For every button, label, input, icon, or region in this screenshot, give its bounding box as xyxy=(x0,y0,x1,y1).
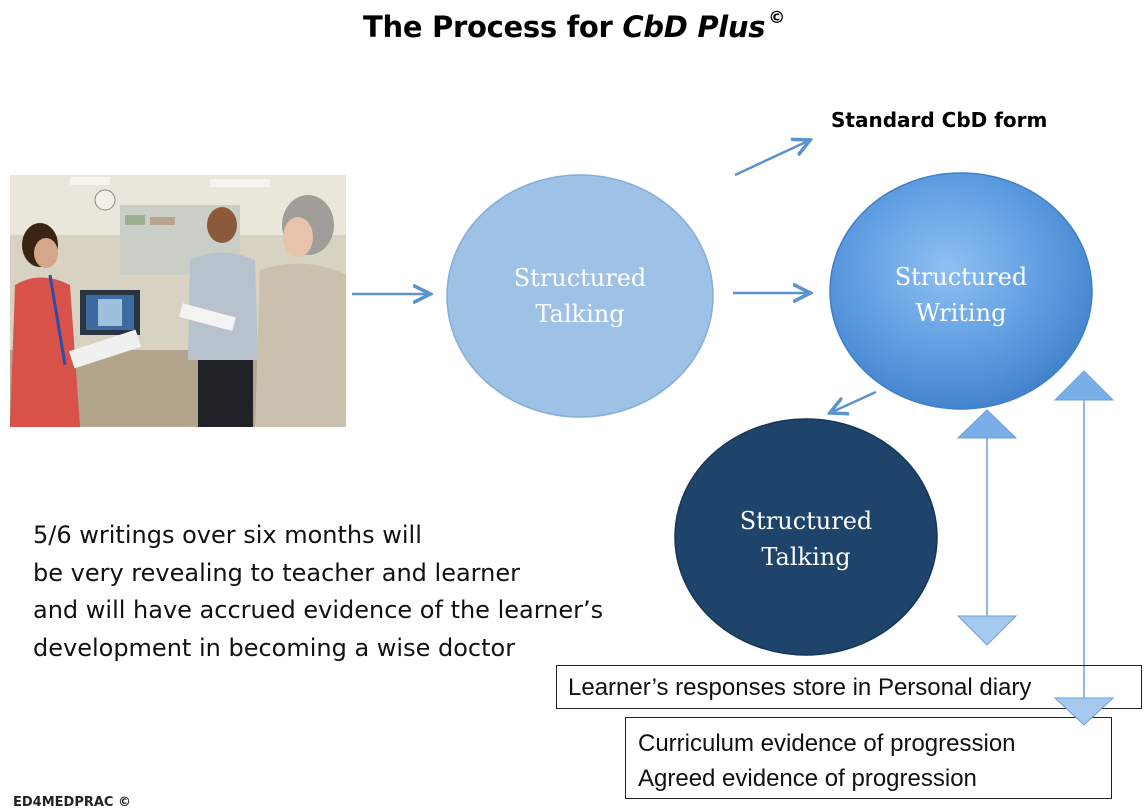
copyright-mark: © xyxy=(768,8,785,28)
circle-label-line1: Structured xyxy=(894,263,1028,291)
summary-line: 5/6 writings over six months will xyxy=(33,521,422,549)
circle-structured-talking-1 xyxy=(446,174,714,418)
double-arrow-right-up-head xyxy=(1053,370,1115,401)
arrow-to-standard-form xyxy=(734,141,808,177)
summary-line: be very revealing to teacher and learner xyxy=(33,558,520,587)
circle-label-line2: Talking xyxy=(761,543,851,571)
footer-credit: ED4MEDPRAC © xyxy=(13,795,131,810)
clinical-photo xyxy=(10,175,346,427)
circle-structured-writing xyxy=(829,172,1093,410)
page-title: The Process for CbD Plus© xyxy=(0,8,1148,44)
circle-label-writing: Structured Writing xyxy=(881,259,1041,331)
double-arrow-left-down-head xyxy=(956,615,1018,646)
circle-label-line1: Structured xyxy=(513,264,647,292)
circle-label-line2: Writing xyxy=(915,299,1007,327)
summary-text: 5/6 writings over six months will be ver… xyxy=(33,517,603,667)
summary-line: and will have accrued evidence of the le… xyxy=(33,596,604,624)
double-arrow-left-up-head xyxy=(956,409,1018,439)
personal-diary-box: Learner’s responses store in Personal di… xyxy=(556,665,1142,709)
evidence-line: Agreed evidence of progression xyxy=(638,765,977,792)
circle-structured-talking-2 xyxy=(674,418,938,656)
circle-label-line2: Talking xyxy=(535,300,625,328)
arrow-writing-to-talking xyxy=(832,390,877,412)
summary-line: development in becoming a wise doctor xyxy=(33,633,516,662)
title-emphasis: CbD Plus xyxy=(622,10,766,44)
standard-form-label: Standard CbD form xyxy=(831,108,1048,132)
evidence-box: Curriculum evidence of progression Agree… xyxy=(625,717,1112,799)
circle-label-line1: Structured xyxy=(739,507,873,535)
title-prefix: The Process for xyxy=(363,10,623,44)
evidence-line: Curriculum evidence of progression xyxy=(638,730,1016,757)
circle-label-talking-1: Structured Talking xyxy=(500,260,660,332)
circle-label-talking-2: Structured Talking xyxy=(726,503,886,575)
